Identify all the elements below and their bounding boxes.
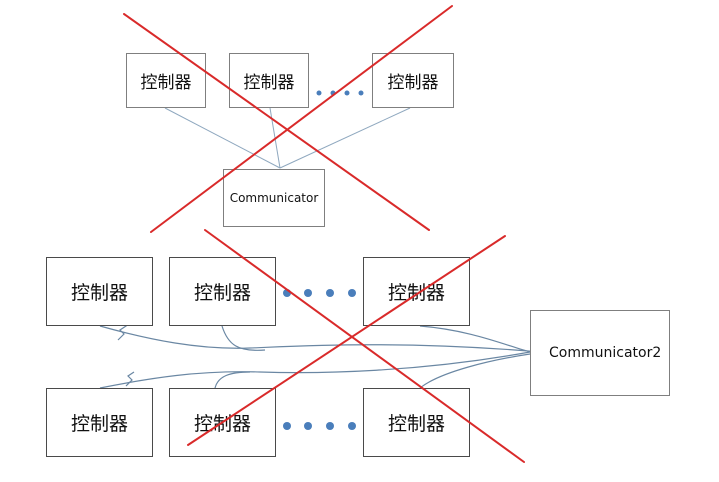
ellipsis-dots-row2 — [283, 422, 356, 430]
connector-line — [99, 325, 541, 353]
connector-line — [164, 107, 281, 169]
break-marker — [125, 371, 135, 387]
top-controller-box: 控制器 — [126, 53, 206, 108]
cross-line-bottom-b — [187, 235, 506, 446]
cross-line-bottom-a — [204, 229, 525, 463]
top-controller-box: 控制器 — [372, 53, 454, 108]
connector-line — [279, 107, 411, 169]
cross-line-top-a — [123, 13, 430, 231]
connector-line — [99, 351, 531, 389]
cross-line-top-b — [150, 5, 453, 233]
row2-controller-box: 控制器 — [46, 388, 153, 457]
connector-line — [221, 325, 266, 351]
ellipsis-dots-top — [316, 90, 364, 96]
top-communicator-box: Communicator — [223, 169, 325, 227]
row2-controller-box: 控制器 — [363, 388, 470, 457]
row1-controller-box: 控制器 — [363, 257, 470, 326]
communicator2-box: Communicator2 — [530, 310, 670, 396]
row1-controller-box: 控制器 — [46, 257, 153, 326]
connector-line — [214, 371, 251, 389]
connector-line — [419, 325, 531, 353]
ellipsis-dots-row1 — [283, 289, 356, 297]
connector-line — [419, 353, 531, 389]
